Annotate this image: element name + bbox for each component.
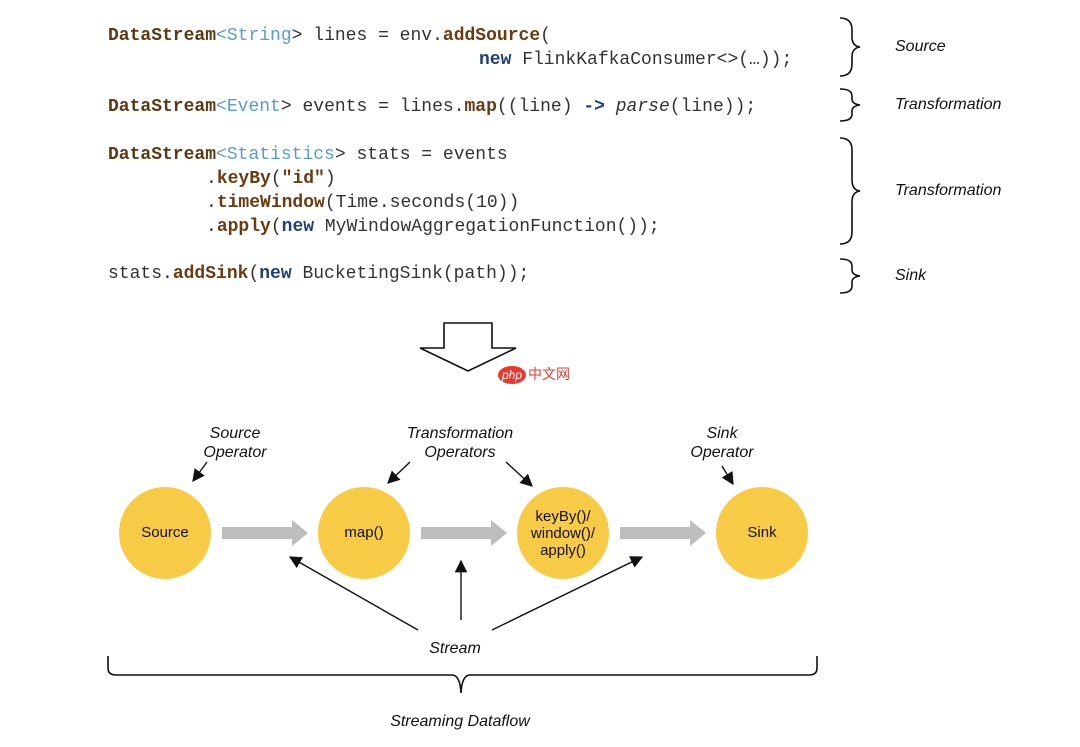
- code-text: FlinkKafkaConsumer<>(…));: [511, 50, 793, 70]
- code-text: stats.: [108, 264, 173, 284]
- code-bracket: <: [216, 26, 227, 46]
- code-text: (Time.seconds(10)): [324, 193, 520, 213]
- node-sink: [716, 487, 808, 579]
- code-text: events = lines.: [291, 97, 465, 117]
- brace-label-transformation-1: Transformation: [895, 96, 1002, 113]
- code-function: addSink: [172, 264, 249, 284]
- code-text: ): [324, 169, 336, 189]
- stream-arrow-left: [288, 556, 419, 631]
- code-bracket: >: [280, 97, 292, 117]
- transformation-operators-label: Transformation Operators: [385, 424, 535, 462]
- code-function: timeWindow: [216, 193, 325, 213]
- node-keyby-line1: keyBy()/: [535, 508, 591, 525]
- stream-arrow-right: [491, 556, 644, 631]
- code-type: Event: [226, 97, 281, 117]
- code-line-7: .apply(new MyWindowAggregationFunction()…: [206, 215, 660, 239]
- sink-operator-label: Sink Operator: [672, 424, 772, 462]
- transformation-pointer-map: [387, 461, 411, 484]
- sink-operator-pointer: [721, 465, 734, 486]
- code-function: apply: [216, 217, 271, 237]
- sink-operator-line2: Operator: [690, 444, 754, 461]
- source-operator-line1: Source: [209, 425, 261, 442]
- code-line-4: DataStream<Statistics> stats = events: [108, 143, 508, 167]
- code-new-keyword: new: [281, 217, 315, 237]
- code-line-5: .keyBy("id"): [206, 167, 336, 191]
- code-lambda-arrow: ->: [583, 97, 605, 117]
- transformation-operators-line1: Transformation: [406, 425, 514, 442]
- node-source-label: Source: [141, 524, 189, 541]
- node-source: [119, 487, 211, 579]
- flow-arrows: [222, 520, 706, 546]
- transformation-operators-line2: Operators: [424, 444, 496, 461]
- code-type: String: [226, 26, 292, 46]
- node-sink-label: Sink: [747, 524, 777, 541]
- sink-operator-line1: Sink: [706, 425, 738, 442]
- code-keyword: DataStream: [108, 26, 217, 46]
- source-operator-label: Source Operator: [185, 424, 285, 462]
- code-keyword: DataStream: [108, 145, 217, 165]
- stream-label: Stream: [429, 640, 481, 657]
- code-line-3: DataStream<Event> events = lines.map((li…: [108, 95, 756, 119]
- code-type: Statistics: [226, 145, 335, 165]
- brace-sink: [839, 258, 861, 294]
- code-function: map: [464, 97, 497, 117]
- code-text: BucketingSink(path));: [291, 264, 530, 284]
- code-bracket: >: [334, 145, 346, 165]
- down-arrow-icon: [419, 322, 517, 372]
- node-keyby-label: keyBy()/ window()/ apply(): [517, 508, 609, 559]
- code-function: keyBy: [216, 169, 271, 189]
- transformation-pointer-keyby: [505, 461, 533, 487]
- node-map: [318, 487, 410, 579]
- flow-arrow-keyby-sink: [620, 520, 706, 546]
- node-keyby-line2: window()/: [530, 525, 596, 542]
- brace-dataflow: [107, 656, 818, 694]
- watermark-text: 中文网: [528, 366, 570, 382]
- code-text: (: [270, 217, 282, 237]
- code-text: (: [248, 264, 260, 284]
- node-map-label: map(): [344, 524, 384, 541]
- brace-transformation-2: [839, 137, 861, 245]
- brace-label-source: Source: [895, 38, 946, 55]
- code-string: "id": [281, 169, 325, 189]
- code-text: (: [540, 26, 551, 46]
- code-text: MyWindowAggregationFunction());: [314, 217, 660, 237]
- node-keyby-line3: apply(): [540, 542, 586, 559]
- code-line-8: stats.addSink(new BucketingSink(path));: [108, 262, 529, 286]
- code-bracket: >: [291, 26, 303, 46]
- code-line-6: .timeWindow(Time.seconds(10)): [206, 191, 519, 215]
- source-operator-line2: Operator: [203, 444, 267, 461]
- brace-label-sink: Sink: [895, 267, 927, 284]
- code-bracket: <: [216, 97, 227, 117]
- code-text: ((line): [496, 97, 584, 117]
- code-text: (: [270, 169, 282, 189]
- brace-label-transformation-2: Transformation: [895, 182, 1002, 199]
- code-text: (line));: [669, 97, 757, 117]
- code-keyword: DataStream: [108, 97, 217, 117]
- code-text: .: [206, 193, 217, 213]
- code-line-1: DataStream<String> lines = env.addSource…: [108, 24, 551, 48]
- watermark-badge: php: [498, 366, 526, 384]
- code-new-keyword: new: [479, 50, 512, 70]
- flow-arrow-source-map: [222, 520, 308, 546]
- code-bracket: <: [216, 145, 227, 165]
- code-new-keyword: new: [259, 264, 292, 284]
- code-parse: parse: [615, 97, 670, 117]
- brace-source: [839, 17, 861, 77]
- source-operator-pointer: [192, 461, 208, 483]
- streaming-dataflow-label: Streaming Dataflow: [390, 713, 530, 730]
- flow-arrow-map-keyby: [421, 520, 507, 546]
- node-keyby: [517, 487, 609, 579]
- code-text: .: [206, 169, 217, 189]
- code-text: .: [206, 217, 217, 237]
- code-text: lines = env.: [302, 26, 443, 46]
- code-function: addSource: [442, 26, 541, 46]
- brace-transformation-1: [839, 88, 861, 122]
- code-text: stats = events: [345, 145, 508, 165]
- code-line-2: new FlinkKafkaConsumer<>(…));: [479, 48, 792, 72]
